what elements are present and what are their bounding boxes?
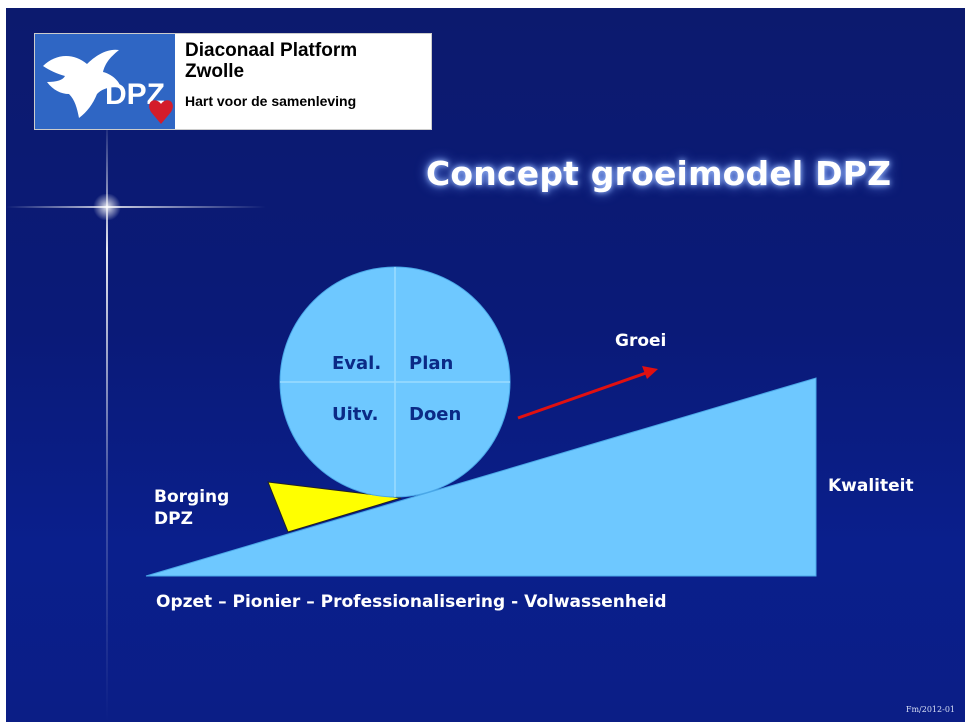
- slide: DPZ Diaconaal Platform Zwolle Hart voor …: [6, 8, 965, 722]
- light-flare: [92, 194, 122, 220]
- growth-diagram: [145, 266, 817, 577]
- logo-name-line2: Zwolle: [185, 61, 245, 82]
- quadrant-uitv: Uitv.: [332, 404, 379, 425]
- logo-tagline: Hart voor de samenleving: [185, 93, 357, 109]
- label-dpz: DPZ: [154, 509, 193, 529]
- logo: DPZ Diaconaal Platform Zwolle Hart voor …: [34, 33, 432, 130]
- label-groei: Groei: [615, 331, 667, 351]
- quadrant-doen: Doen: [409, 404, 462, 425]
- slide-title: Concept groeimodel DPZ: [426, 154, 892, 193]
- footer-code: Fm/2012-01: [905, 705, 955, 714]
- quadrant-eval: Eval.: [332, 353, 382, 374]
- quadrant-plan: Plan: [409, 353, 454, 374]
- label-borging: Borging: [154, 487, 230, 507]
- borging-wedge: [267, 481, 402, 533]
- light-streak-vertical: [106, 116, 108, 722]
- light-streak-horizontal: [6, 206, 266, 208]
- label-phases: Opzet – Pionier – Professionalisering - …: [156, 592, 667, 612]
- growth-arrow-head-icon: [642, 366, 658, 379]
- quality-ramp: [145, 377, 817, 577]
- growth-arrow: [517, 371, 647, 420]
- logo-name-line1: Diaconaal Platform: [185, 40, 358, 61]
- dove-logo-icon: DPZ: [35, 34, 175, 129]
- label-kwaliteit: Kwaliteit: [828, 476, 914, 496]
